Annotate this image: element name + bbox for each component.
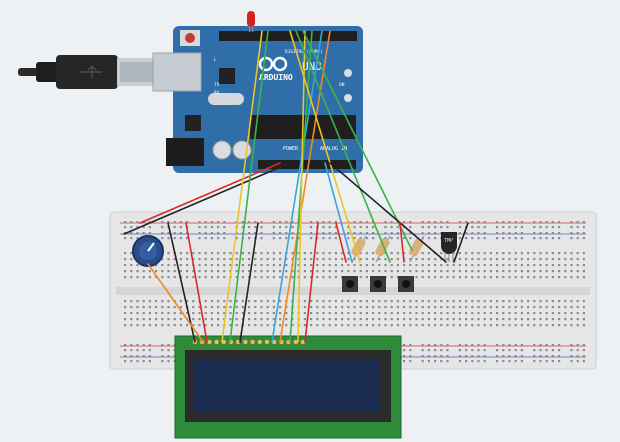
wire-black-gnd[interactable] [123, 162, 291, 235]
wire-blue-a0[interactable] [324, 162, 353, 263]
push-button-3[interactable] [398, 276, 414, 292]
arduino-brand-label: ARDUINO [259, 73, 293, 82]
wire-blue-lcd-4[interactable] [271, 30, 323, 343]
red-led[interactable] [247, 11, 255, 32]
temperature-sensor-label: TMP [444, 238, 453, 244]
resistor-1[interactable] [350, 235, 367, 263]
tx-label: TX [214, 82, 220, 88]
l-led-label: L [214, 57, 217, 63]
lcd-16x2-display[interactable] [174, 335, 402, 439]
push-button-2[interactable] [370, 276, 386, 292]
rx-label: RX [214, 90, 220, 96]
wire-green-button-2[interactable] [295, 30, 391, 263]
on-led-label: ON [339, 82, 345, 88]
power-header-label: POWER [283, 146, 299, 152]
wire-green-sensor[interactable] [302, 30, 413, 251]
resistor-2[interactable] [374, 235, 391, 263]
wire-black-a1[interactable] [329, 162, 447, 263]
wire-red-pot[interactable] [185, 222, 208, 343]
wire-yellow-lcd-6[interactable] [297, 30, 306, 343]
usb-cable[interactable] [18, 55, 157, 89]
wire-black-lcd-gnd[interactable] [239, 222, 259, 343]
potentiometer[interactable] [132, 235, 164, 267]
wire-orange-pot-wiper[interactable] [147, 263, 204, 343]
wire-red-button-rail[interactable] [335, 222, 347, 263]
wire-red-5v[interactable] [139, 162, 281, 224]
wire-green-lcd-2[interactable] [229, 30, 269, 343]
wire-red-lcd-vcc[interactable] [304, 222, 319, 343]
wire-black-pot[interactable] [167, 222, 196, 343]
wire-black-sensor-rail[interactable] [453, 222, 469, 263]
arduino-logo [258, 56, 288, 72]
temperature-sensor[interactable]: TMP [441, 232, 457, 262]
wire-yellow-button-1[interactable] [289, 30, 361, 263]
wire-red-resistor-rail[interactable] [399, 222, 405, 263]
analog-header-label: ANALOG IN [320, 146, 347, 152]
arduino-uno-board[interactable]: ARDUINO UNO POWER ANALOG IN DIGITAL (PWM… [152, 11, 363, 173]
wire-yellow-lcd-1[interactable] [221, 30, 263, 343]
wire-orange-lcd-3[interactable] [279, 30, 331, 343]
push-button-1[interactable] [342, 276, 358, 292]
